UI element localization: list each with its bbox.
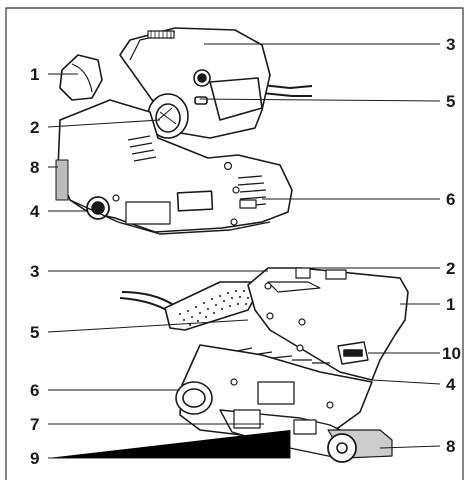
callout-5-top: 5 bbox=[446, 92, 456, 111]
power-cord bbox=[261, 84, 313, 89]
belt-edge-left bbox=[55, 159, 69, 201]
callout-3-bottom: 3 bbox=[30, 262, 40, 281]
screws bbox=[112, 161, 240, 226]
handle-grip bbox=[164, 281, 259, 331]
callout-6-bottom: 6 bbox=[30, 381, 40, 400]
callout-1-top: 1 bbox=[30, 65, 40, 84]
page-border bbox=[5, 7, 464, 480]
callout-2-top: 2 bbox=[30, 118, 40, 137]
callout-10-bottom: 10 bbox=[442, 344, 461, 363]
callout-4-top: 4 bbox=[30, 202, 40, 221]
screws bbox=[264, 282, 306, 352]
callout-8-top: 8 bbox=[30, 158, 40, 177]
callout-3-top: 3 bbox=[446, 35, 456, 54]
grip-texture bbox=[179, 290, 249, 326]
vent-slots bbox=[127, 135, 267, 207]
label-plate bbox=[257, 381, 295, 405]
callout-4-bottom: 4 bbox=[446, 375, 456, 394]
bottom-plate bbox=[69, 199, 271, 235]
callout-9-bottom: 9 bbox=[30, 449, 40, 468]
belt-sander-top-view bbox=[55, 27, 313, 235]
leader-lines-bottom bbox=[47, 267, 441, 459]
callout-2-bottom: 2 bbox=[446, 259, 456, 278]
callout-1-bottom: 1 bbox=[446, 295, 456, 314]
belt-sander-bottom-view bbox=[119, 267, 409, 463]
motor-housing bbox=[247, 267, 409, 381]
lock-button bbox=[194, 96, 208, 105]
callout-8-bottom: 8 bbox=[446, 437, 456, 456]
front-handle bbox=[59, 54, 103, 101]
callout-6-top: 6 bbox=[446, 190, 456, 209]
callout-5-bottom: 5 bbox=[30, 323, 40, 342]
label-plate bbox=[176, 190, 214, 212]
leader-lines-top bbox=[47, 43, 441, 212]
callout-7-bottom: 7 bbox=[30, 415, 40, 434]
